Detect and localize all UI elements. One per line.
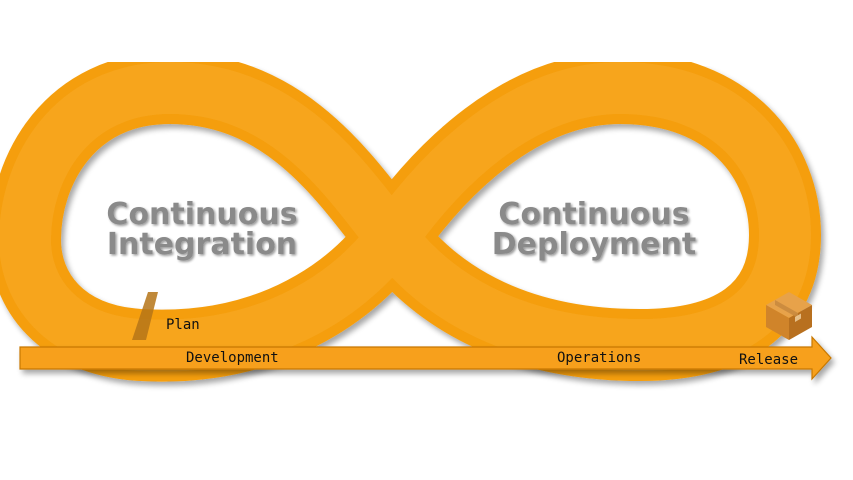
package-box-right bbox=[789, 305, 812, 340]
cd-title-line2: Deployment bbox=[492, 227, 696, 262]
cd-title-line1: Continuous bbox=[498, 197, 689, 232]
loop-fold-mark bbox=[132, 292, 158, 340]
timeline-arrow-shape bbox=[19, 335, 832, 381]
ci-title-line2: Integration bbox=[107, 227, 297, 262]
package-box-tape bbox=[775, 300, 798, 318]
infinity-loop bbox=[0, 52, 821, 382]
stage-label-plan: Plan bbox=[166, 317, 200, 333]
stage-label-release: Release bbox=[739, 352, 798, 368]
timeline-arrow bbox=[19, 335, 832, 381]
stage-label-development: Development bbox=[186, 350, 279, 366]
ci-title-line1: Continuous bbox=[106, 197, 297, 232]
package-box-label bbox=[795, 313, 801, 323]
infinity-loop-highlight bbox=[0, 62, 811, 372]
stage-label-operations: Operations bbox=[557, 350, 641, 366]
package-box-left bbox=[766, 305, 789, 340]
package-box-icon bbox=[766, 292, 812, 340]
